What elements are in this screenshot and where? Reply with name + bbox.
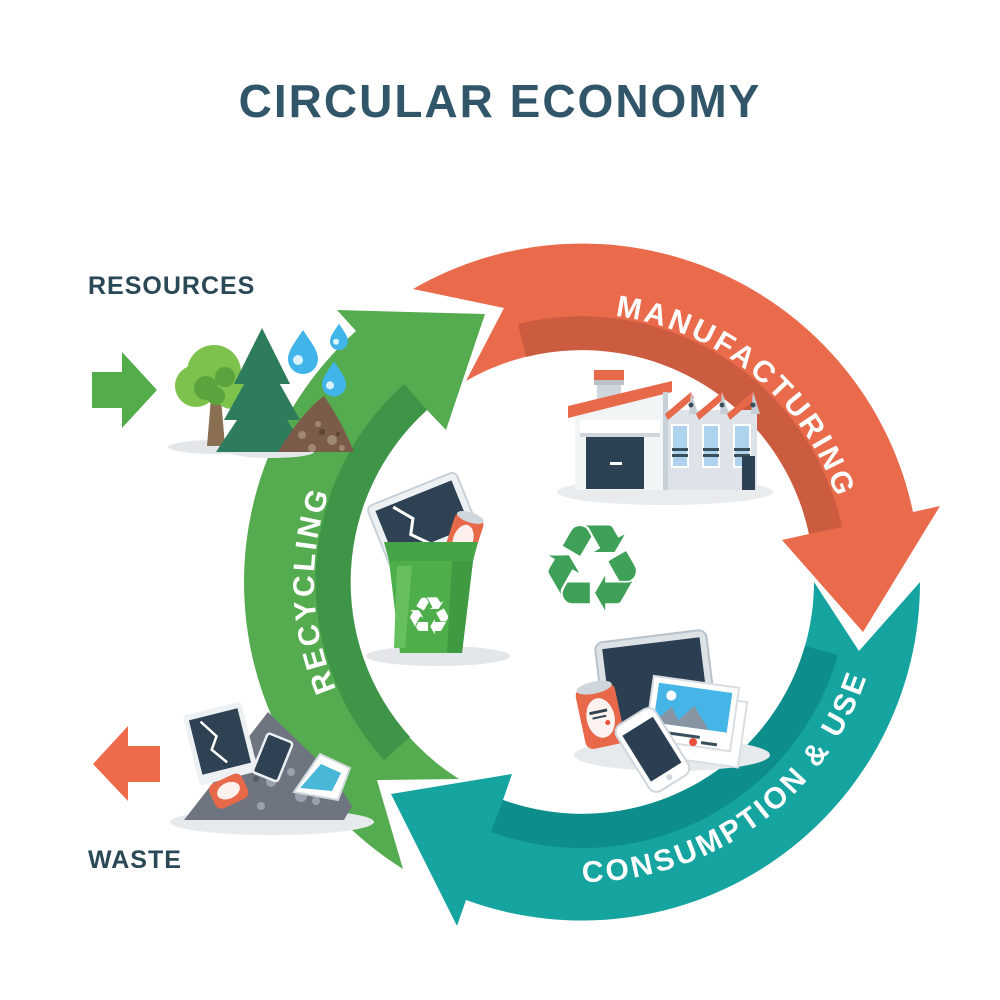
factory-illustration (557, 370, 773, 505)
resources-arrow-icon (92, 352, 157, 428)
water-drop-icon (288, 330, 318, 374)
resources-illustration (168, 323, 354, 458)
recycle-bin-illustration: ♻ (366, 472, 510, 666)
diagram-title: CIRCULAR ECONOMY (238, 75, 762, 127)
recycle-symbol-icon: ♻ (538, 500, 646, 639)
bin-recycle-icon: ♻ (406, 587, 453, 647)
resources-label: RESOURCES (88, 272, 256, 300)
water-drop-icon (322, 361, 346, 397)
manufacturing-arc-shade (518, 316, 842, 534)
recycling-arc-shade (315, 384, 427, 760)
water-drop-icon (330, 323, 348, 351)
consumption-arc-shade (491, 646, 838, 849)
waste-pile-illustration (170, 702, 374, 835)
waste-label: WASTE (88, 846, 182, 874)
electronics-illustration (574, 629, 770, 793)
waste-arrow-icon (93, 726, 160, 801)
